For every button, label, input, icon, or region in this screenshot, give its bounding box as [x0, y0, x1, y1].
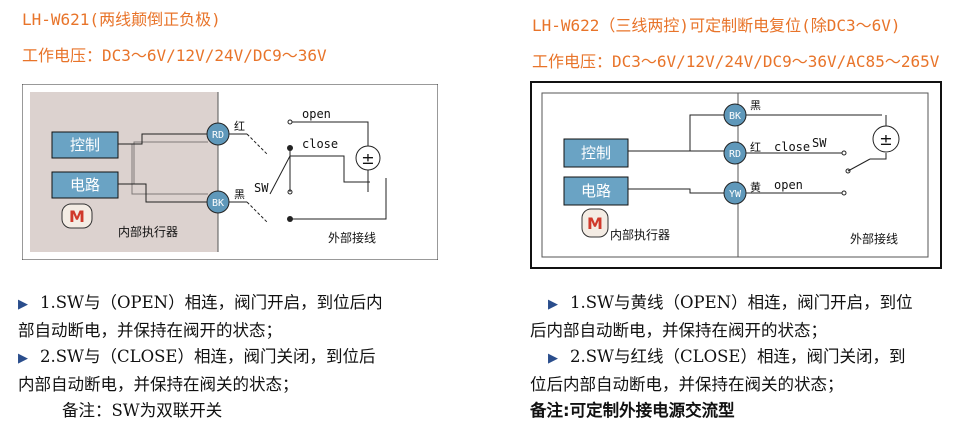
right-open-label: open — [774, 178, 803, 192]
left-close-label: close — [302, 137, 338, 151]
left-internal-actuator-label: 内部执行器 — [118, 224, 178, 239]
right-close-label: close — [774, 140, 810, 154]
right-note-2-cont: 位后内部自动断电，并保持在阀关的状态； — [530, 375, 844, 394]
bullet-triangle-icon: ▶ — [18, 297, 28, 312]
bullet-triangle-icon: ▶ — [548, 351, 558, 366]
right-internal-actuator-label: 内部执行器 — [610, 227, 670, 242]
svg-text:RD: RD — [729, 149, 741, 160]
right-model-title: LH-W622（三线两控)可定制断电复位(除DC3～6V) — [532, 16, 901, 35]
left-remark: 备注：SW为双联开关 — [62, 401, 223, 420]
left-notes: ▶1.SW与（OPEN）相连，阀门开启，到位后内 部自动断电，并保持在阀开的状态… — [18, 290, 383, 424]
right-note-1-cont: 后内部自动断电，并保持在阀开的状态； — [530, 321, 827, 340]
right-circuit-label: 电路 — [581, 182, 611, 200]
left-wire-black-label: 黑 — [234, 188, 245, 201]
svg-text:RD: RD — [212, 130, 224, 141]
right-wire-red-label: 红 — [750, 141, 761, 154]
left-wiring-diagram: 控制 电路 M RD BK 红 黑 open close SW ± 内部执行器 … — [22, 84, 438, 260]
left-model-title: LH-W621(两线颠倒正负极) — [22, 10, 221, 29]
right-control-box — [563, 138, 629, 168]
right-internal-panel — [541, 92, 739, 258]
left-control-label: 控制 — [70, 136, 100, 154]
right-external-panel — [737, 92, 929, 258]
svg-text:YW: YW — [729, 189, 742, 200]
right-external-wiring-label: 外部接线 — [850, 231, 898, 246]
right-note-2: ▶2.SW与红线（CLOSE）相连，阀门关闭，到 — [530, 344, 913, 372]
left-note-1: ▶1.SW与（OPEN）相连，阀门开启，到位后内 — [18, 290, 383, 318]
left-control-box — [51, 131, 119, 159]
left-wire-red-label: 红 — [234, 120, 245, 133]
right-note-1: ▶1.SW与黄线（OPEN）相连，阀门开启，到位 — [530, 290, 913, 318]
right-wiring-diagram: 控制 电路 M BK RD YW 黑 红 黄 close open SW ± 内… — [530, 81, 942, 269]
right-control-label: 控制 — [581, 144, 611, 162]
svg-text:BK: BK — [729, 111, 741, 122]
right-remark: 备注:可定制外接电源交流型 — [530, 401, 735, 420]
left-circuit-box — [51, 171, 119, 199]
svg-text:BK: BK — [212, 198, 224, 209]
left-note-1-cont: 部自动断电，并保持在阀开的状态； — [18, 321, 282, 340]
left-motor-label: M — [69, 207, 85, 226]
left-motor-icon — [61, 203, 93, 229]
left-note-2: ▶2.SW与（CLOSE）相连，阀门关闭，到位后 — [18, 344, 383, 372]
right-notes: ▶1.SW与黄线（OPEN）相连，阀门开启，到位 后内部自动断电，并保持在阀开的… — [530, 290, 913, 424]
right-wire-yellow-label: 黄 — [750, 180, 761, 194]
left-external-panel — [218, 92, 430, 252]
left-voltage-line: 工作电压：DC3～6V/12V/24V/DC9～36V — [22, 46, 327, 65]
right-motor-label: M — [587, 214, 603, 233]
svg-text:±: ± — [361, 149, 374, 168]
left-external-wiring-label: 外部接线 — [328, 230, 376, 245]
right-voltage-line: 工作电压：DC3～6V/12V/24V/DC9～36V/AC85～265V — [532, 52, 940, 71]
right-wire-black-label: 黑 — [750, 99, 761, 112]
left-note-2-cont: 内部自动断电，并保持在阀关的状态； — [18, 375, 299, 394]
left-sw-label: SW — [254, 181, 269, 195]
right-motor-icon — [581, 208, 609, 238]
right-sw-label: SW — [812, 136, 827, 150]
bullet-triangle-icon: ▶ — [18, 351, 28, 366]
right-circuit-box — [563, 176, 629, 206]
left-open-label: open — [302, 107, 331, 121]
svg-text:±: ± — [879, 130, 892, 149]
left-circuit-label: 电路 — [70, 176, 100, 194]
bullet-triangle-icon: ▶ — [548, 297, 558, 312]
